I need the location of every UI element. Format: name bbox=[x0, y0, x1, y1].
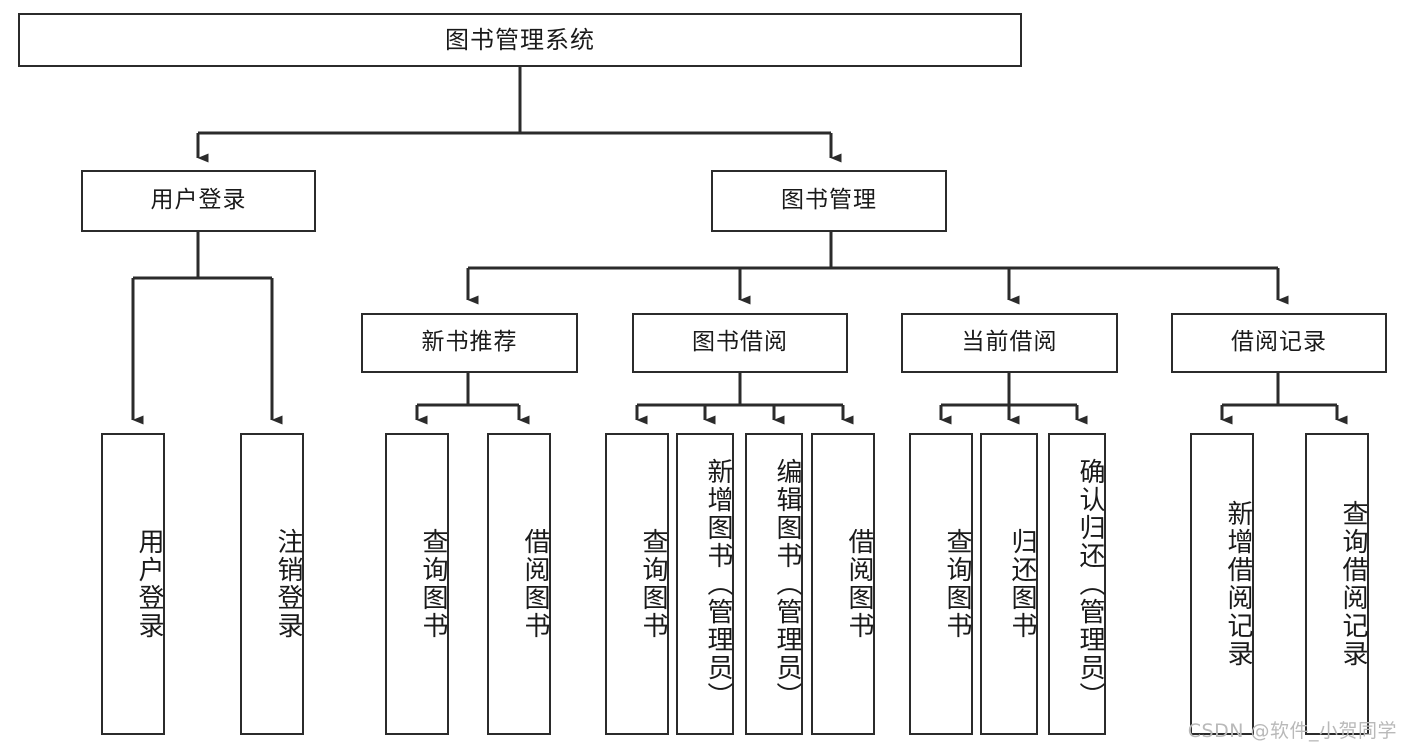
node-book-management-label: 图书管理 bbox=[781, 187, 877, 214]
leaf-add-book-admin[interactable]: 新增图书（管理员） bbox=[676, 433, 734, 735]
leaf-borrow-book-label: 借阅图书 bbox=[844, 528, 874, 640]
leaf-confirm-return-admin-label: 确认归还（管理员） bbox=[1075, 458, 1105, 710]
leaf-add-book-admin-label: 新增图书（管理员） bbox=[703, 458, 733, 710]
node-current-borrow-label: 当前借阅 bbox=[961, 329, 1058, 356]
node-user-login-label: 用户登录 bbox=[150, 187, 247, 214]
node-borrow-record[interactable]: 借阅记录 bbox=[1171, 313, 1387, 373]
leaf-borrow-book-recommend[interactable]: 借阅图书 bbox=[487, 433, 551, 735]
leaf-return-book-label: 归还图书 bbox=[1007, 528, 1037, 640]
node-new-book-recommend-label: 新书推荐 bbox=[421, 329, 518, 356]
leaf-borrow-book-recommend-label: 借阅图书 bbox=[520, 528, 550, 640]
node-root[interactable]: 图书管理系统 bbox=[18, 13, 1022, 67]
leaf-query-book-current[interactable]: 查询图书 bbox=[909, 433, 973, 735]
leaf-logout-label: 注销登录 bbox=[273, 528, 303, 640]
leaf-edit-book-admin-label: 编辑图书（管理员） bbox=[772, 458, 802, 710]
leaf-user-login[interactable]: 用户登录 bbox=[101, 433, 165, 735]
leaf-query-book-borrow[interactable]: 查询图书 bbox=[605, 433, 669, 735]
node-book-borrow-label: 图书借阅 bbox=[692, 329, 788, 356]
node-book-management[interactable]: 图书管理 bbox=[711, 170, 947, 232]
leaf-query-book-borrow-label: 查询图书 bbox=[638, 528, 668, 640]
leaf-query-book-current-label: 查询图书 bbox=[942, 528, 972, 640]
node-user-login[interactable]: 用户登录 bbox=[81, 170, 316, 232]
leaf-user-login-label: 用户登录 bbox=[134, 528, 164, 640]
leaf-add-borrow-record-label: 新增借阅记录 bbox=[1223, 500, 1253, 668]
leaf-return-book[interactable]: 归还图书 bbox=[980, 433, 1038, 735]
leaf-logout[interactable]: 注销登录 bbox=[240, 433, 304, 735]
node-new-book-recommend[interactable]: 新书推荐 bbox=[361, 313, 578, 373]
leaf-query-book-recommend[interactable]: 查询图书 bbox=[385, 433, 449, 735]
node-borrow-record-label: 借阅记录 bbox=[1231, 329, 1327, 356]
node-root-label: 图书管理系统 bbox=[445, 25, 595, 54]
node-book-borrow[interactable]: 图书借阅 bbox=[632, 313, 848, 373]
leaf-query-borrow-record[interactable]: 查询借阅记录 bbox=[1305, 433, 1369, 735]
leaf-add-borrow-record[interactable]: 新增借阅记录 bbox=[1190, 433, 1254, 735]
node-current-borrow[interactable]: 当前借阅 bbox=[901, 313, 1118, 373]
leaf-query-book-recommend-label: 查询图书 bbox=[418, 528, 448, 640]
leaf-borrow-book[interactable]: 借阅图书 bbox=[811, 433, 875, 735]
watermark: CSDN @软件_小贺同学 bbox=[1187, 720, 1397, 742]
leaf-edit-book-admin[interactable]: 编辑图书（管理员） bbox=[745, 433, 803, 735]
leaf-confirm-return-admin[interactable]: 确认归还（管理员） bbox=[1048, 433, 1106, 735]
leaf-query-borrow-record-label: 查询借阅记录 bbox=[1338, 500, 1368, 668]
